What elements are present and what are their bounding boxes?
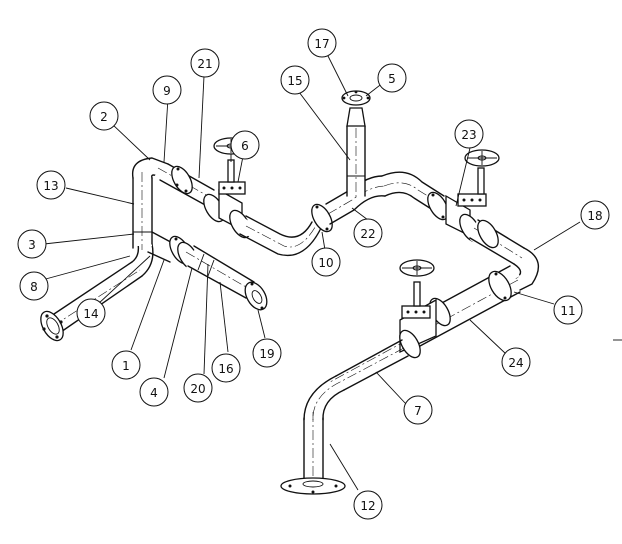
balloon-circle bbox=[403, 395, 433, 425]
balloon-circle bbox=[311, 247, 341, 277]
balloon-circle bbox=[252, 338, 282, 368]
balloon-24: 24 bbox=[501, 347, 531, 377]
flange-10 bbox=[311, 203, 333, 233]
balloon-circle bbox=[307, 28, 337, 58]
pipe-vertical-12 bbox=[280, 412, 346, 495]
balloon-label: 14 bbox=[83, 307, 98, 321]
balloon-5: 5 bbox=[377, 63, 407, 93]
balloon-6: 6 bbox=[230, 130, 260, 160]
balloon-label: 5 bbox=[388, 72, 396, 86]
balloon-circle bbox=[230, 130, 260, 160]
flange-inlet-lower-left bbox=[40, 310, 64, 342]
balloon-14: 14 bbox=[76, 298, 106, 328]
balloon-label: 19 bbox=[259, 347, 274, 361]
balloon-label: 21 bbox=[197, 57, 212, 71]
balloon-circle bbox=[377, 63, 407, 93]
balloon-circle bbox=[353, 218, 383, 248]
balloon-label: 1 bbox=[122, 359, 130, 373]
balloon-circle bbox=[111, 350, 141, 380]
balloon-circle bbox=[280, 65, 310, 95]
balloon-circle bbox=[89, 101, 119, 131]
balloon-circle bbox=[139, 377, 169, 407]
balloon-1: 1 bbox=[111, 350, 141, 380]
balloon-label: 18 bbox=[587, 209, 602, 223]
balloon-circle bbox=[183, 373, 213, 403]
flange-11 bbox=[488, 270, 512, 302]
balloon-circle bbox=[211, 353, 241, 383]
balloon-label: 2 bbox=[100, 110, 108, 124]
balloon-label: 13 bbox=[43, 179, 58, 193]
balloon-label: 12 bbox=[360, 499, 375, 513]
balloon-13: 13 bbox=[36, 170, 66, 200]
balloon-label: 23 bbox=[461, 128, 476, 142]
pipe-riser-left bbox=[132, 172, 153, 250]
balloon-label: 22 bbox=[360, 227, 375, 241]
balloon-circle bbox=[17, 229, 47, 259]
pipe-vertical-15 bbox=[341, 90, 371, 200]
balloon-label: 3 bbox=[28, 238, 36, 252]
balloon-label: 8 bbox=[30, 280, 38, 294]
balloon-8: 8 bbox=[19, 271, 49, 301]
balloon-label: 4 bbox=[150, 386, 158, 400]
balloon-circle bbox=[353, 490, 383, 520]
balloon-3: 3 bbox=[17, 229, 47, 259]
balloon-16: 16 bbox=[211, 353, 241, 383]
balloon-22: 22 bbox=[353, 218, 383, 248]
balloon-12: 12 bbox=[353, 490, 383, 520]
balloon-circle bbox=[19, 271, 49, 301]
balloon-label: 11 bbox=[560, 304, 575, 318]
balloon-20: 20 bbox=[183, 373, 213, 403]
balloon-circle bbox=[553, 295, 583, 325]
balloon-11: 11 bbox=[553, 295, 583, 325]
balloon-label: 16 bbox=[218, 362, 233, 376]
balloon-7: 7 bbox=[403, 395, 433, 425]
balloon-circle bbox=[190, 48, 220, 78]
flange-21 bbox=[171, 165, 193, 195]
pipe-middle-dip bbox=[239, 210, 330, 257]
pipe-branch-lower bbox=[147, 231, 268, 311]
balloon-15: 15 bbox=[280, 65, 310, 95]
balloon-10: 10 bbox=[311, 247, 341, 277]
pipe-right-upper bbox=[469, 219, 540, 291]
balloon-circle bbox=[76, 298, 106, 328]
leader-lines bbox=[41, 55, 581, 491]
balloon-label: 15 bbox=[287, 74, 302, 88]
balloon-label: 24 bbox=[508, 356, 523, 370]
balloon-label: 17 bbox=[314, 37, 329, 51]
balloon-4: 4 bbox=[139, 377, 169, 407]
balloon-circle bbox=[501, 347, 531, 377]
balloon-circle bbox=[580, 200, 610, 230]
balloon-circle bbox=[454, 119, 484, 149]
balloon-21: 21 bbox=[190, 48, 220, 78]
balloon-18: 18 bbox=[580, 200, 610, 230]
balloon-23: 23 bbox=[454, 119, 484, 149]
balloon-label: 9 bbox=[163, 84, 171, 98]
gate-valve-lower bbox=[399, 259, 451, 359]
balloon-17: 17 bbox=[307, 28, 337, 58]
balloon-label: 20 bbox=[190, 382, 205, 396]
balloon-label: 6 bbox=[241, 139, 249, 153]
balloon-circle bbox=[152, 75, 182, 105]
balloon-2: 2 bbox=[89, 101, 119, 131]
balloon-9: 9 bbox=[152, 75, 182, 105]
balloon-circle bbox=[36, 170, 66, 200]
balloon-label: 7 bbox=[414, 404, 422, 418]
pipe-7-run bbox=[303, 339, 409, 421]
balloon-label: 10 bbox=[318, 256, 333, 270]
balloon-19: 19 bbox=[252, 338, 282, 368]
